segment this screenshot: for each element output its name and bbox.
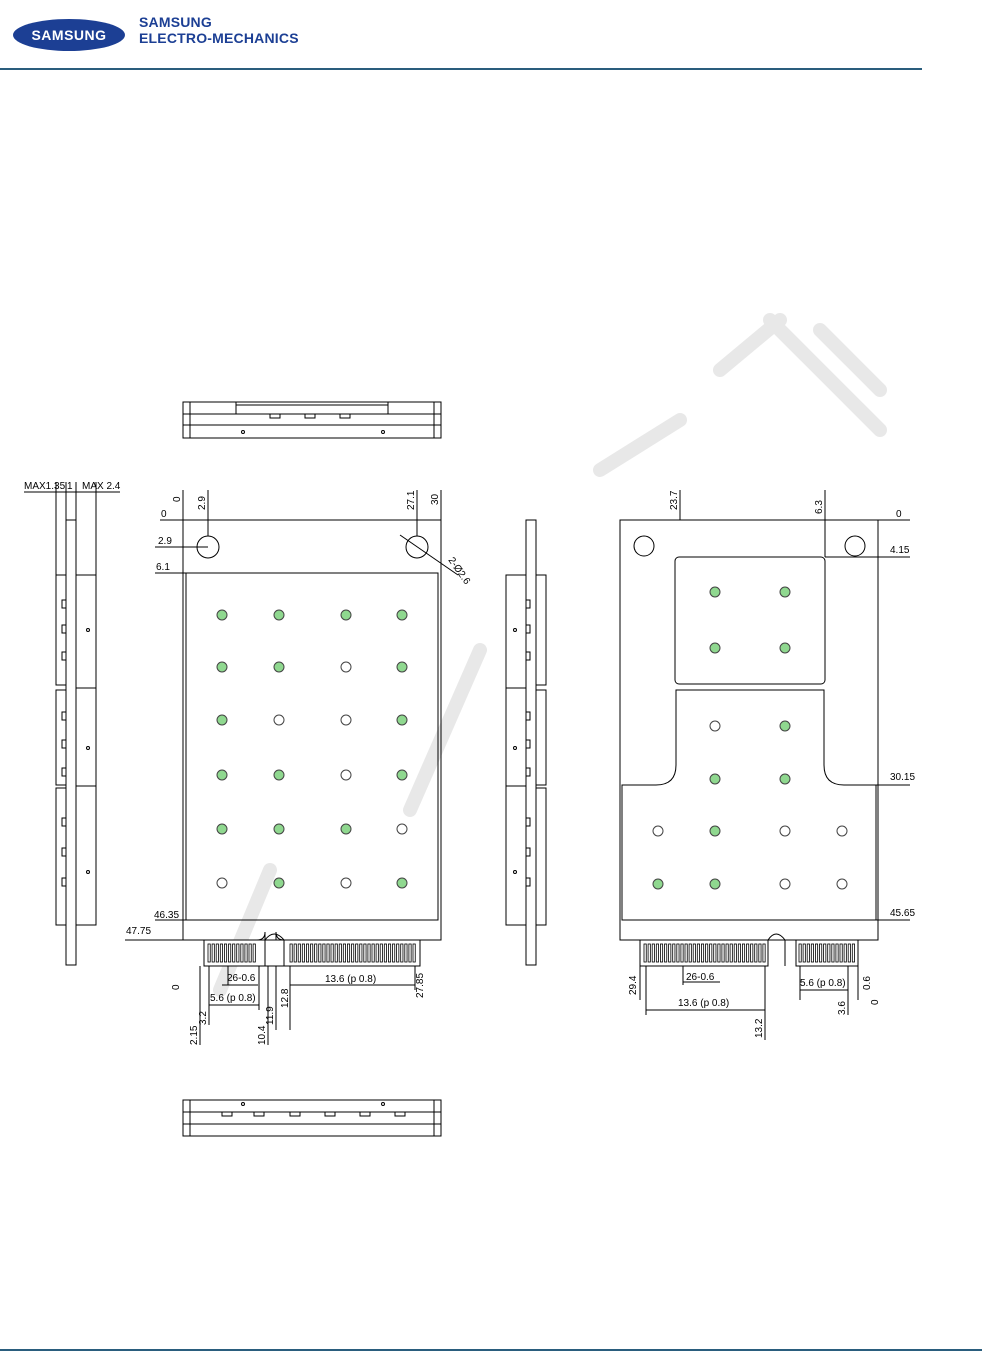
dim-tv-x2785: 27.85 [415,973,426,998]
dim-tv-pitch-small: 5.6 (p 0.8) [210,993,256,1004]
test-pad [710,587,720,597]
test-pad [780,721,790,731]
edge-view-bottom [183,1100,441,1136]
dim-tv-pitch-large: 13.6 (p 0.8) [325,974,376,985]
test-pad [397,770,407,780]
test-pad [341,715,351,725]
dim-bv-pitch-small: 5.6 (p 0.8) [800,978,846,989]
side-view-right [506,520,546,965]
dim-tv-x30: 30 [430,493,441,505]
dim-bv-pin: 26-0.6 [686,972,715,983]
test-pad [397,662,407,672]
dim-bv-pitch-large: 13.6 (p 0.8) [678,998,729,1009]
dim-bv-x06: 0.6 [862,976,873,990]
dim-tv-y4635: 46.35 [154,910,179,921]
dim-1: 1 [67,481,73,492]
test-pad [397,824,407,834]
test-pad [341,662,351,672]
dim-bv-x132: 13.2 [754,1018,765,1038]
test-pad [217,662,227,672]
test-pad [274,878,284,888]
dim-tv-ybot0: 0 [171,984,182,990]
dim-tv-x32: 3.2 [198,1011,209,1025]
test-pad [710,721,720,731]
dim-bv-x294: 29.4 [628,975,639,995]
test-pad [397,715,407,725]
dim-tv-x119: 11.9 [265,1006,276,1025]
test-pad [780,879,790,889]
test-pad [837,879,847,889]
dim-bv-x63: 6.3 [814,500,825,514]
test-pad [274,770,284,780]
dim-bv-y415: 4.15 [890,545,910,556]
test-pad [217,610,227,620]
dim-tv-x128: 12.8 [280,988,291,1008]
test-pad [653,879,663,889]
dim-bv-x0: 0 [870,999,881,1005]
dim-bv-x36: 3.6 [837,1001,848,1015]
dim-tv-y0: 0 [161,509,167,520]
dim-bv-x237: 23.7 [669,490,680,510]
dim-tv-x271: 27.1 [406,490,417,510]
dim-tv-x0: 0 [172,496,183,502]
test-pad [341,824,351,834]
test-pad [217,824,227,834]
test-pad [710,879,720,889]
dim-bv-y0: 0 [896,509,902,520]
test-pad [341,878,351,888]
dim-tv-y61: 6.1 [156,562,170,573]
dim-bv-y4565: 45.65 [890,908,915,919]
dim-tv-pin: 26-0.6 [227,973,256,984]
test-pad [780,587,790,597]
edge-view-top [183,402,441,438]
test-pad [217,878,227,888]
test-pad [274,715,284,725]
test-pad [217,770,227,780]
test-pad [217,715,227,725]
dim-max135: MAX1.35 [24,481,66,492]
test-pad [653,826,663,836]
test-pad [710,826,720,836]
dim-tv-y29: 2.9 [158,536,172,547]
test-pad [780,826,790,836]
test-pad [274,610,284,620]
test-pad [341,770,351,780]
side-view-left [24,482,120,965]
test-pad [397,878,407,888]
dim-bv-y3015: 30.15 [890,772,915,783]
test-pad [710,774,720,784]
test-pad [780,774,790,784]
test-pad [274,824,284,834]
dim-tv-x104: 10.4 [257,1025,268,1045]
test-pad [837,826,847,836]
test-pad [710,643,720,653]
test-pad [780,643,790,653]
dim-tv-x215: 2.15 [189,1025,200,1045]
dim-tv-hole: 2-Ø2.6 [446,555,473,587]
test-pad [397,610,407,620]
dim-tv-y4775: 47.75 [126,926,151,937]
dim-max24: MAX 2.4 [82,481,121,492]
test-pad [341,610,351,620]
dim-tv-x29: 2.9 [197,496,208,510]
test-pad [274,662,284,672]
